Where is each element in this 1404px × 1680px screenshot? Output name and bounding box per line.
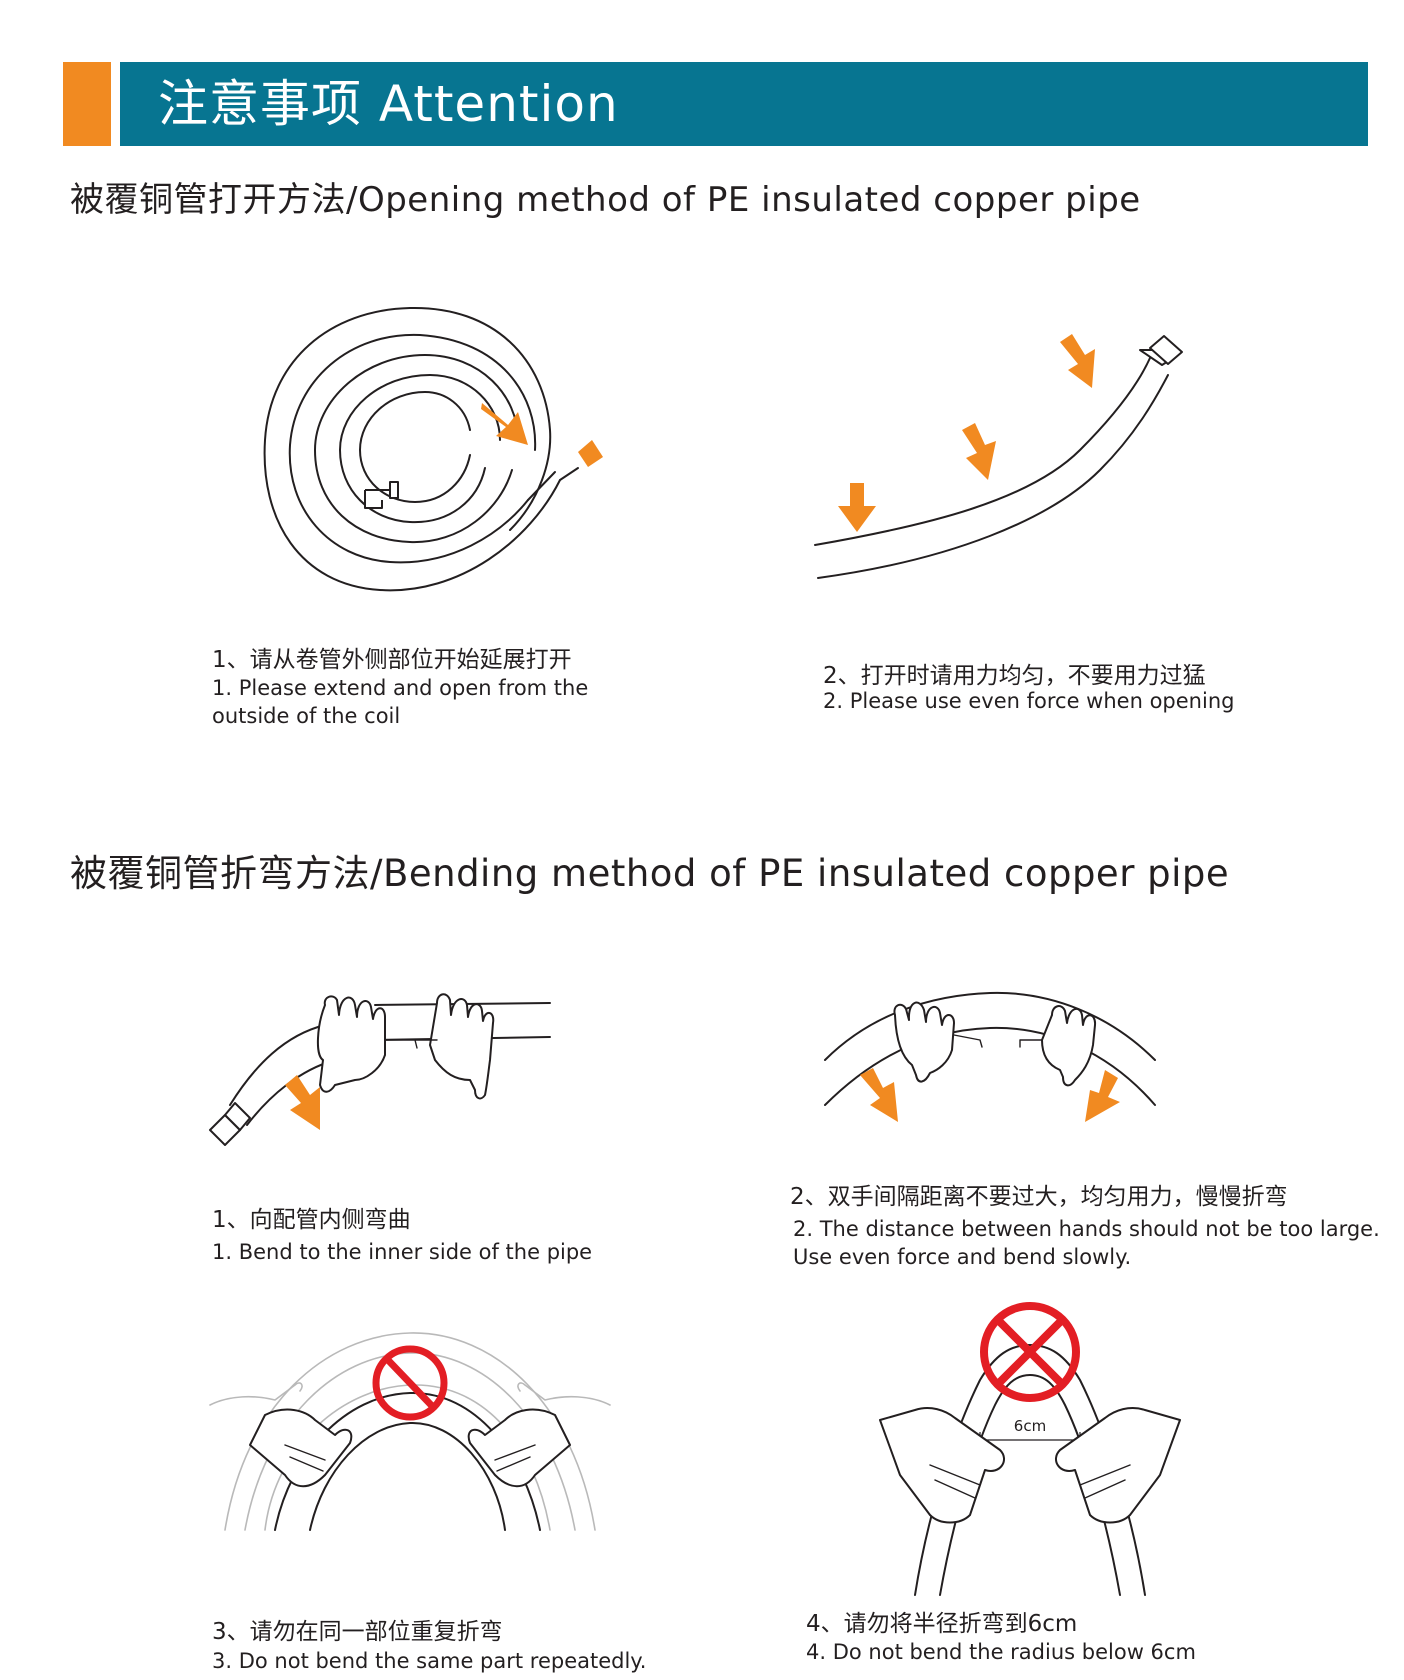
bending-step2-en-line2: Use even force and bend slowly. <box>793 1245 1132 1269</box>
bending-step4-en-line1: 4. Do not bend the radius below 6cm <box>806 1640 1196 1664</box>
tight-radius-prohibited-icon: 6cm <box>879 1302 1181 1596</box>
uncoiled-pipe-icon <box>814 334 1183 579</box>
bending-step3-cn: 3、请勿在同一部位重复折弯 <box>212 1619 503 1645</box>
bending-step1-en-line1: 1. Bend to the inner side of the pipe <box>212 1240 593 1264</box>
header-bar <box>120 62 1368 146</box>
coiled-pipe-icon <box>263 306 603 592</box>
bending-step2-en-line1: 2. The distance between hands should not… <box>793 1217 1380 1241</box>
hands-bending-pipe-icon <box>209 993 551 1146</box>
opening-step2-en-line1: 2. Please use even force when opening <box>823 689 1235 713</box>
bending-step2-cn: 2、双手间隔距离不要过大，均匀用力，慢慢折弯 <box>790 1184 1288 1210</box>
bending-step1-cn: 1、向配管内侧弯曲 <box>212 1207 411 1233</box>
dimension-label: 6cm <box>1014 1417 1046 1435</box>
bending-section-title: 被覆铜管折弯方法/Bending method of PE insulated … <box>70 852 1230 895</box>
opening-section-title: 被覆铜管打开方法/Opening method of PE insulated … <box>70 180 1141 220</box>
header-accent-block <box>63 62 111 146</box>
bending-step4-cn: 4、请勿将半径折弯到6cm <box>806 1611 1078 1637</box>
bending-step3-en-line1: 3. Do not bend the same part repeatedly. <box>212 1649 647 1673</box>
opening-step1-en-line1: 1. Please extend and open from the <box>212 676 589 700</box>
page-title: 注意事项 Attention <box>158 75 619 133</box>
opening-step2-cn: 2、打开时请用力均匀，不要用力过猛 <box>823 663 1206 689</box>
opening-step1-cn: 1、请从卷管外侧部位开始延展打开 <box>212 647 572 673</box>
hands-arc-pipe-icon <box>824 991 1156 1122</box>
repeated-bend-prohibited-icon <box>209 1332 611 1531</box>
opening-step1-en-line2: outside of the coil <box>212 704 401 728</box>
